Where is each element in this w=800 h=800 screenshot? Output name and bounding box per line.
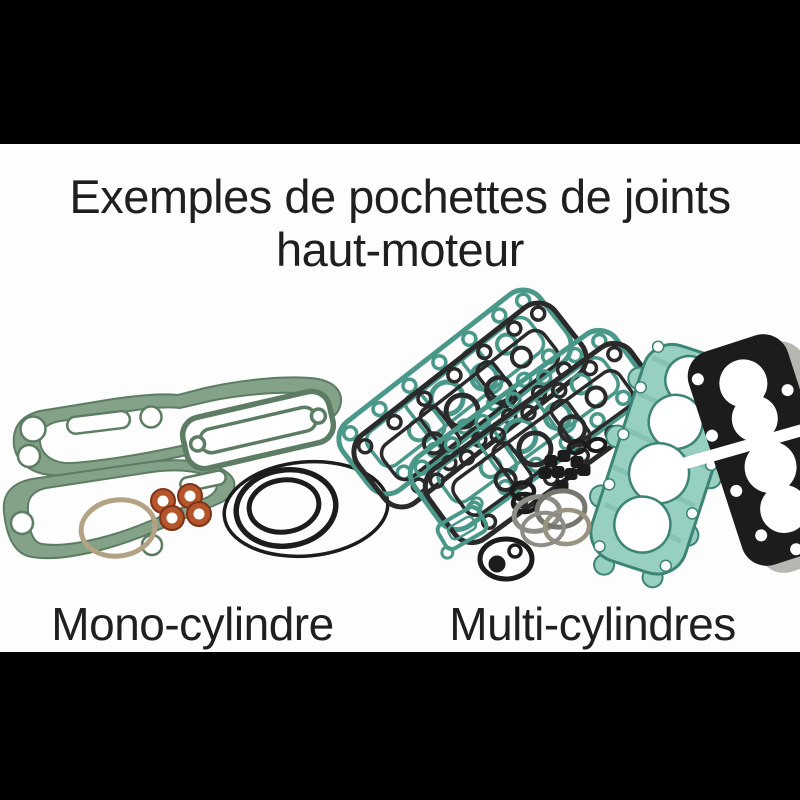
bolt-hole (9, 510, 35, 536)
valve-seal (544, 455, 558, 467)
mono-cylinder-kit (2, 376, 390, 560)
small-head-gasket (179, 388, 337, 472)
valve-seal (557, 450, 571, 462)
steel-ring (520, 510, 566, 548)
small-rect-gasket (435, 496, 489, 560)
label-mono-cylindre: Mono-cylindre (51, 598, 334, 650)
gasket-inner-outline (446, 515, 478, 541)
small-o-ring (566, 438, 588, 456)
letterbox-bottom (0, 652, 800, 800)
tan-o-ring (78, 497, 158, 559)
title-line-1: Exemples de pochettes de joints (69, 170, 731, 223)
seal-dot (488, 555, 506, 573)
seal-plate-gasket (477, 536, 535, 582)
bolt-hole (691, 373, 704, 386)
title-line-2: haut-moteur (276, 223, 524, 276)
washer-hole (193, 508, 205, 520)
valve-seal (538, 467, 552, 479)
bolt-hole (730, 484, 743, 497)
plate-outline (477, 536, 535, 582)
head-gasket-metal (687, 334, 800, 573)
gasket-outline (435, 504, 489, 552)
washer-hole (166, 512, 178, 524)
o-ring-inner (246, 477, 322, 535)
bolt-hole (685, 507, 699, 520)
cylinder-bore (760, 484, 800, 533)
washer-hole (184, 490, 196, 502)
page-title: Exemples de pochettes de joints haut-mot… (0, 170, 800, 276)
bolt-tab (469, 496, 484, 511)
bolt-hole (188, 435, 207, 453)
cylinder-bore (719, 359, 768, 408)
bolt-hole (19, 415, 47, 443)
o-ring-middle (233, 466, 339, 550)
washer-hole (157, 495, 169, 507)
steel-rings (511, 488, 592, 548)
bolt-hole (139, 405, 163, 429)
multi-cylinder-kit (330, 281, 800, 589)
bolt-hole (634, 381, 647, 394)
bolt-hole (617, 428, 630, 441)
bolt-hole (755, 529, 768, 542)
bolt-hole (309, 407, 328, 425)
copper-washers (150, 483, 212, 531)
valve-seal (564, 468, 578, 480)
cylinder-bore (731, 395, 778, 442)
letterbox-top (0, 0, 800, 144)
bolt-tab (440, 545, 455, 560)
bolt-hole (651, 340, 665, 353)
seal-ring (507, 543, 523, 559)
gasket-separation-highlight (680, 424, 800, 469)
bolt-hole (659, 559, 673, 573)
gasket-slot (65, 409, 132, 435)
small-o-ring (586, 436, 608, 454)
bolt-hole (790, 543, 800, 556)
valve-seal (551, 466, 565, 478)
bolt-hole (781, 384, 794, 397)
cylinder-bore (613, 495, 672, 554)
steel-ring (542, 507, 592, 547)
bolt-hole (593, 540, 606, 553)
bolt-hole (16, 443, 42, 469)
label-multi-cylindres: Multi-cylindres (449, 598, 736, 650)
cylinder-bore (744, 441, 797, 494)
valve-seal (577, 464, 591, 476)
bolt-hole (602, 478, 616, 491)
bolt-hole (705, 429, 718, 442)
